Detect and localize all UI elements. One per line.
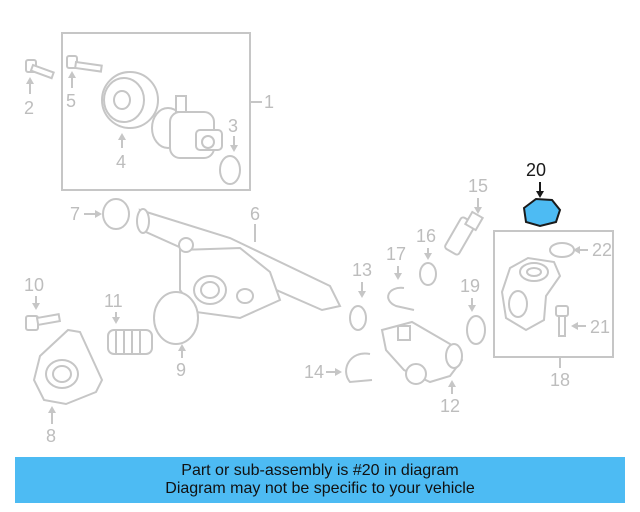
clip-part-14 (345, 352, 373, 384)
label-8: 8 (46, 426, 56, 446)
label-18: 18 (550, 370, 570, 390)
label-9: 9 (176, 360, 186, 380)
thermostat-part-11 (107, 329, 153, 355)
label-21: 21 (590, 317, 610, 337)
label-14: 14 (304, 362, 324, 382)
oring-part-19 (466, 315, 486, 345)
label-3: 3 (228, 116, 238, 136)
outlet-part-12 (380, 320, 464, 385)
label-10: 10 (24, 275, 44, 295)
label-1: 1 (264, 92, 274, 112)
label-15: 15 (468, 176, 488, 196)
clip-part-17 (387, 286, 415, 311)
flange-part-8 (32, 328, 104, 406)
oring-part-13 (349, 305, 367, 331)
label-6: 6 (250, 204, 260, 224)
label-22: 22 (592, 240, 612, 260)
label-11: 11 (104, 291, 123, 311)
label-19: 19 (460, 276, 480, 296)
gasket-part-22 (549, 242, 575, 258)
bolt-part-2 (25, 59, 55, 80)
label-16: 16 (416, 226, 436, 246)
label-13: 13 (352, 260, 372, 280)
label-7: 7 (70, 204, 80, 224)
sensor-part-15 (444, 210, 485, 256)
bolt-part-21 (555, 305, 569, 337)
group-box-1 (61, 32, 251, 191)
inlet-housing (500, 256, 562, 332)
label-12: 12 (440, 396, 460, 416)
gasket-part-20[interactable] (522, 197, 562, 228)
info-banner: Part or sub-assembly is #20 in diagram D… (15, 457, 625, 503)
oring-part-16 (419, 262, 437, 286)
oring-part-3 (219, 155, 241, 185)
oring-part-7 (102, 198, 130, 230)
bolt-part-5 (66, 55, 103, 73)
banner-line-2: Diagram may not be specific to your vehi… (165, 480, 475, 497)
bolt-part-10 (25, 313, 62, 331)
water-pump (151, 95, 223, 159)
label-17: 17 (386, 244, 406, 264)
banner-line-1: Part or sub-assembly is #20 in diagram (181, 462, 459, 479)
label-2: 2 (24, 98, 34, 118)
coolant-pipe-part-6 (136, 208, 342, 320)
oring-part-9 (153, 291, 199, 345)
group-box-18 (493, 230, 614, 358)
label-4: 4 (116, 152, 126, 172)
pulley-part-4 (101, 71, 159, 129)
label-5: 5 (66, 91, 76, 111)
label-20: 20 (526, 160, 546, 180)
